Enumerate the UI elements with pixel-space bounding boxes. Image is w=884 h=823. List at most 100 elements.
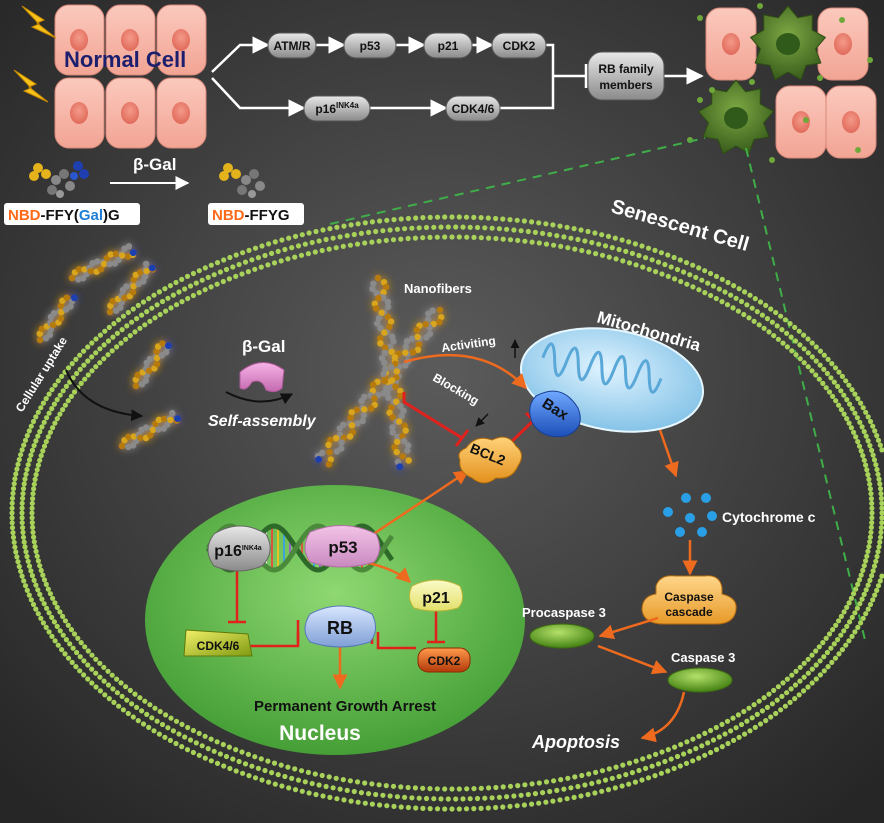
probe-molecule-right [219, 163, 265, 198]
short-nanofiber [36, 294, 78, 344]
secretion-dot [697, 97, 703, 103]
cdk2-label: CDK2 [503, 39, 536, 53]
p16-protein-label: p16INK4a [214, 543, 262, 560]
bgal-enzyme [239, 362, 285, 393]
zoom-line-left [329, 137, 706, 225]
arrow-caspase3-apoptosis [640, 691, 686, 743]
senescent-cell-group [687, 3, 877, 163]
normal-cell [156, 4, 207, 76]
branch-to-p16 [211, 77, 306, 117]
down-arrow-icon [475, 413, 489, 427]
block-line [402, 392, 463, 440]
p21-label: p21 [438, 39, 459, 53]
secretion-dot [749, 79, 755, 85]
rb-family-label-2: members [599, 78, 653, 92]
p53-node [343, 32, 397, 59]
atm-label: ATM/R [273, 39, 310, 53]
lightning-bolt-icon [21, 5, 57, 39]
normal-cell [105, 4, 156, 76]
bcl2-protein [458, 436, 522, 484]
arrow-p53-bcl2 [371, 469, 470, 537]
p16-label: p16INK4a [315, 101, 359, 116]
cdk46-label: CDK4/6 [452, 102, 495, 116]
p16-protein [207, 525, 271, 572]
bgal-label-cytoplasm: β-Gal [242, 337, 285, 356]
short-nanofiber [118, 409, 181, 451]
self-assembly-label: Self-assembly [208, 413, 317, 430]
caspase-cascade-shape [641, 575, 737, 625]
normal-cell [817, 7, 869, 81]
rb-family-label-1: RB family [598, 62, 654, 76]
secretion-dot [697, 15, 703, 21]
cdk46-node [445, 95, 501, 122]
cdk2-node [491, 32, 547, 59]
rb-protein-label: RB [327, 618, 353, 638]
mitochondria-cristae [541, 342, 663, 394]
apoptosis-label: Apoptosis [531, 732, 620, 752]
p53-label: p53 [360, 39, 381, 53]
rb-protein [304, 605, 376, 648]
branch-to-atm [211, 36, 270, 73]
probe-label-right: NBD-FFYG [212, 207, 290, 224]
lightning-bolt-icon [13, 69, 49, 103]
cdk46-protein [183, 629, 253, 657]
arrow-procaspase-caspase3 [597, 644, 668, 675]
probe-label-right-box [208, 203, 304, 225]
secretion-dot [757, 3, 763, 9]
signaling-pathway [211, 36, 704, 117]
block-bar [454, 429, 470, 447]
p53-protein-label: p53 [328, 538, 357, 557]
uptake-arrow [65, 369, 144, 422]
cdk46-protein-label: CDK4/6 [197, 639, 240, 653]
cell-membrane [9, 214, 884, 812]
cdk2-protein-label: CDK2 [428, 654, 461, 668]
short-nanofiber [106, 260, 156, 316]
probe-label-left: NBD-FFY(Gal)G [8, 207, 120, 224]
caspase-label-2: cascade [665, 605, 713, 619]
probe-molecule-left [29, 161, 89, 198]
activate-arrow [403, 353, 528, 390]
bgal-reaction-label: β-Gal [133, 155, 176, 174]
self-assembly-region: β-Gal Self-assembly [208, 337, 317, 430]
bax-protein [529, 390, 581, 438]
probe-conversion: β-Gal NBD-FFY(Gal)G NBD-FFYG [4, 155, 304, 225]
normal-cell [705, 7, 757, 81]
inhibit-cdk2-rb [376, 632, 416, 650]
cytochrome-dots [663, 493, 717, 537]
p21-node [423, 32, 473, 59]
caspase-3 [667, 667, 733, 693]
assembly-arrow [225, 391, 294, 405]
zoom-line-right [745, 147, 866, 641]
nucleus-proteins: p16INK4a p53 p21 RB CDK4/6 CDK2 Permanen… [183, 524, 471, 715]
atm-node [267, 32, 317, 59]
senescent-cell [698, 79, 774, 155]
p53-protein [304, 524, 380, 568]
membrane-ring [9, 214, 884, 812]
rb-family-node [587, 51, 665, 101]
caspase3-label: Caspase 3 [671, 650, 735, 665]
probe-label-left-box [4, 203, 140, 225]
normal-cell-label: Normal Cell [64, 47, 186, 72]
senescent-cell [750, 5, 826, 81]
secretion-dot [817, 75, 823, 81]
normal-cell [54, 4, 105, 76]
secretion-dot [867, 57, 873, 63]
normal-cell [825, 85, 877, 159]
membrane-ring [19, 224, 884, 802]
nucleus-label: Nucleus [279, 722, 361, 745]
normal-cell-group: Normal Cell [13, 4, 207, 149]
secretion-dot [855, 147, 861, 153]
secretion-dot [709, 87, 715, 93]
p21-protein [408, 579, 464, 612]
secretion-dot [803, 117, 809, 123]
p21-protein-label: p21 [422, 590, 450, 607]
caspase-pathway: Cytochrome c Caspase cascade Procaspase … [522, 429, 816, 752]
cytochrome-label: Cytochrome c [722, 509, 816, 525]
procaspase-3 [529, 623, 595, 649]
pathway-nodes: ATM/R p53 p21 CDK2 p16INK4a CDK4/6 RB fa… [267, 32, 665, 122]
secretion-dot [839, 17, 845, 23]
p16-node [303, 95, 371, 122]
secretion-dot [769, 157, 775, 163]
